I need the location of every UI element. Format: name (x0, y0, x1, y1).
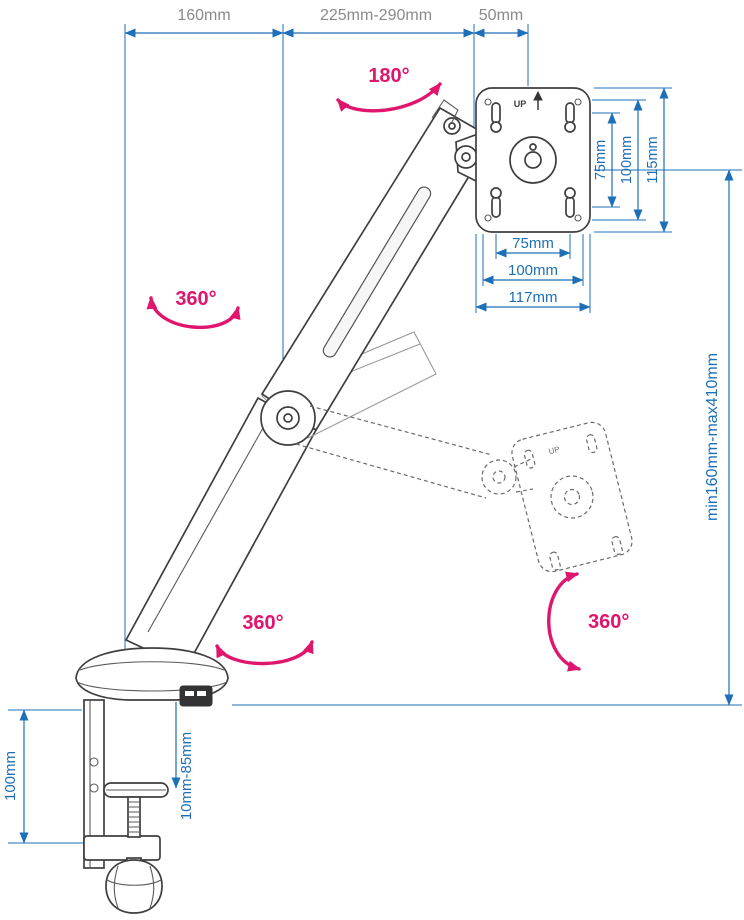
label-vesa-h-100: 100mm (508, 262, 558, 279)
vesa-plate-ghost: UP (511, 421, 633, 573)
dimension-labels: 160mm 225mm-290mm 50mm 75mm 100mm 115mm … (2, 7, 721, 820)
label-vesa-v-115: 115mm (645, 136, 661, 183)
dimension-lines (19, 28, 734, 844)
angle-label-base: 360° (242, 612, 283, 634)
vesa-plate: UP (475, 87, 591, 233)
rotation-arrow-mid-icon (146, 296, 241, 330)
vesa-slot (565, 102, 575, 124)
wrist-joint-ghost (481, 459, 517, 495)
lowered-position-ghost: UP (295, 405, 633, 573)
label-reach-arm: 225mm-290mm (320, 7, 432, 24)
rotation-arrow-head-icon (547, 571, 581, 672)
gas-spring-slot (322, 186, 432, 358)
label-vesa-v-100: 100mm (619, 136, 635, 184)
clamp-knob (105, 859, 163, 914)
clamp-lower-arm (83, 835, 161, 861)
angle-label-180: 180° (368, 65, 409, 87)
cable-clip (179, 685, 213, 707)
up-label: UP (514, 99, 527, 109)
rotation-arrow-180-icon (336, 82, 442, 113)
vesa-slot (491, 102, 501, 124)
angle-label-head: 360° (588, 611, 629, 633)
rotation-arrow-base-icon (215, 640, 314, 666)
up-label-ghost: UP (548, 445, 561, 456)
vesa-slot (565, 196, 575, 218)
monitor-arm-drawing (75, 99, 494, 914)
rotation-annotations: 180° 360° 360° 360° (146, 65, 629, 672)
label-vesa-v-75: 75mm (593, 140, 609, 180)
label-vesa-h-117: 117mm (509, 289, 558, 306)
vesa-slot (491, 196, 501, 218)
label-vesa-h-75: 75mm (512, 235, 554, 252)
label-clamp-height: 100mm (2, 751, 19, 801)
label-reach-base: 160mm (177, 7, 230, 24)
desk-clamp (83, 699, 169, 914)
label-height-range: min160mm-max410mm (704, 353, 721, 521)
angle-label-mid: 360° (175, 288, 216, 310)
label-reach-head: 50mm (479, 7, 523, 24)
label-clamp-range: 10mm-85mm (178, 732, 195, 820)
